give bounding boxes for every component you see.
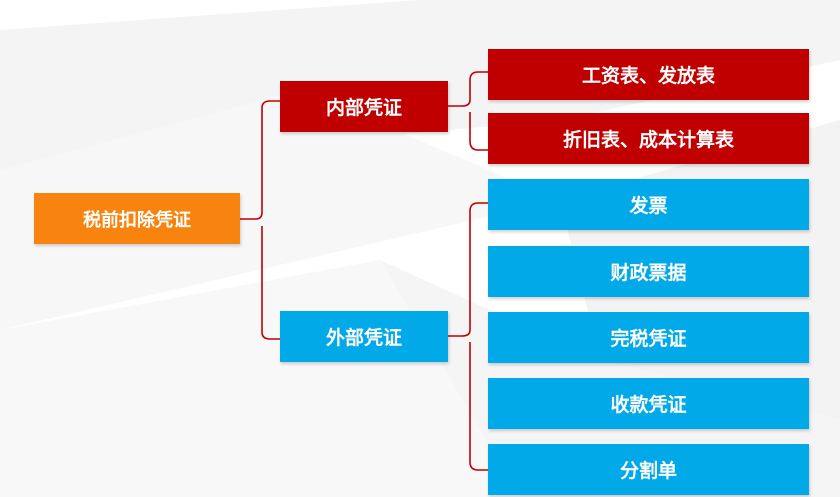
internal-item-depreciation-cost-sheet: 折旧表、成本计算表 [488,113,809,164]
internal-item-label: 工资表、发放表 [581,65,715,87]
external-item-tax-payment-certificate: 完税凭证 [488,312,809,363]
external-item-invoice: 发票 [488,179,809,230]
external-item-label: 分割单 [619,460,677,482]
external-item-fiscal-receipt: 财政票据 [488,246,809,297]
external-voucher-node: 外部凭证 [280,311,448,362]
external-item-label: 发票 [629,195,668,217]
root-node-tax-deduction-voucher: 税前扣除凭证 [34,193,240,244]
internal-item-label: 折旧表、成本计算表 [562,129,734,151]
external-item-receipt-voucher: 收款凭证 [488,378,809,429]
external-voucher-label: 外部凭证 [325,327,402,349]
internal-item-wage-sheet: 工资表、发放表 [488,49,809,100]
internal-voucher-label: 内部凭证 [325,97,402,119]
root-node-label: 税前扣除凭证 [83,209,191,231]
external-item-label: 收款凭证 [610,394,687,416]
internal-voucher-node: 内部凭证 [280,81,448,132]
external-item-split-bill: 分割单 [488,444,809,495]
external-item-label: 完税凭证 [610,328,687,350]
external-item-label: 财政票据 [610,262,687,284]
